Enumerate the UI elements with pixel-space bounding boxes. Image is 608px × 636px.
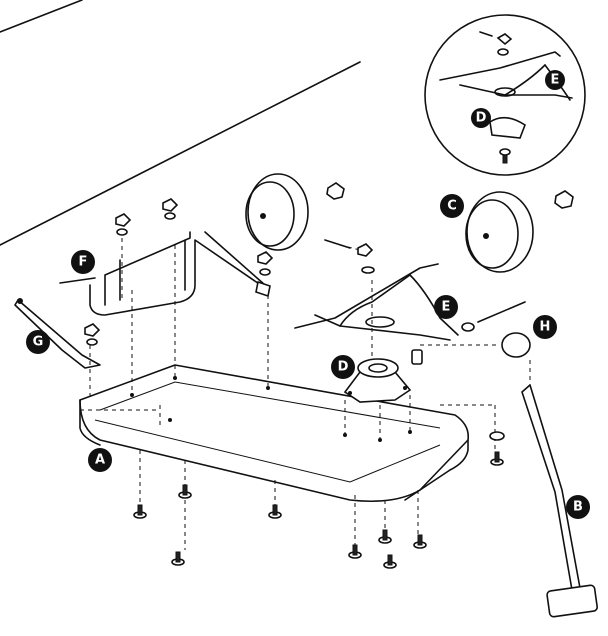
screws <box>133 431 505 569</box>
rear-bolts <box>84 198 274 346</box>
wagon-tray <box>79 364 470 503</box>
detail-inset <box>424 14 586 176</box>
callout-b: B <box>566 495 590 519</box>
callout-c-label: C <box>447 199 457 214</box>
callout-h: H <box>533 315 557 339</box>
callout-a-label: A <box>95 453 105 468</box>
callout-e-inset-label: E <box>551 73 560 88</box>
callout-d-inset: D <box>471 108 491 128</box>
pull-handle <box>501 332 598 618</box>
rear-axle-bracket <box>59 231 271 316</box>
callout-e: E <box>434 295 458 319</box>
callout-g: G <box>26 330 50 354</box>
alignment-dashes <box>80 230 531 550</box>
callout-g-label: G <box>33 335 44 350</box>
callout-f: F <box>71 250 95 274</box>
side-support <box>14 298 101 369</box>
callout-e-inset: E <box>545 70 565 90</box>
callout-a: A <box>88 448 112 472</box>
callout-e-label: E <box>442 300 451 315</box>
callout-b-label: B <box>573 500 583 515</box>
callout-d-inset-label: D <box>476 111 487 126</box>
callout-d-label: D <box>338 360 349 375</box>
callout-f-label: F <box>79 255 88 270</box>
front-wheel <box>465 190 574 273</box>
pivot-plate <box>343 349 423 403</box>
rear-wheel <box>245 173 351 251</box>
callout-d: D <box>331 355 355 379</box>
callout-h-label: H <box>540 320 551 335</box>
callout-c: C <box>440 194 464 218</box>
steering-bracket <box>294 243 526 341</box>
background-lines <box>0 0 361 246</box>
